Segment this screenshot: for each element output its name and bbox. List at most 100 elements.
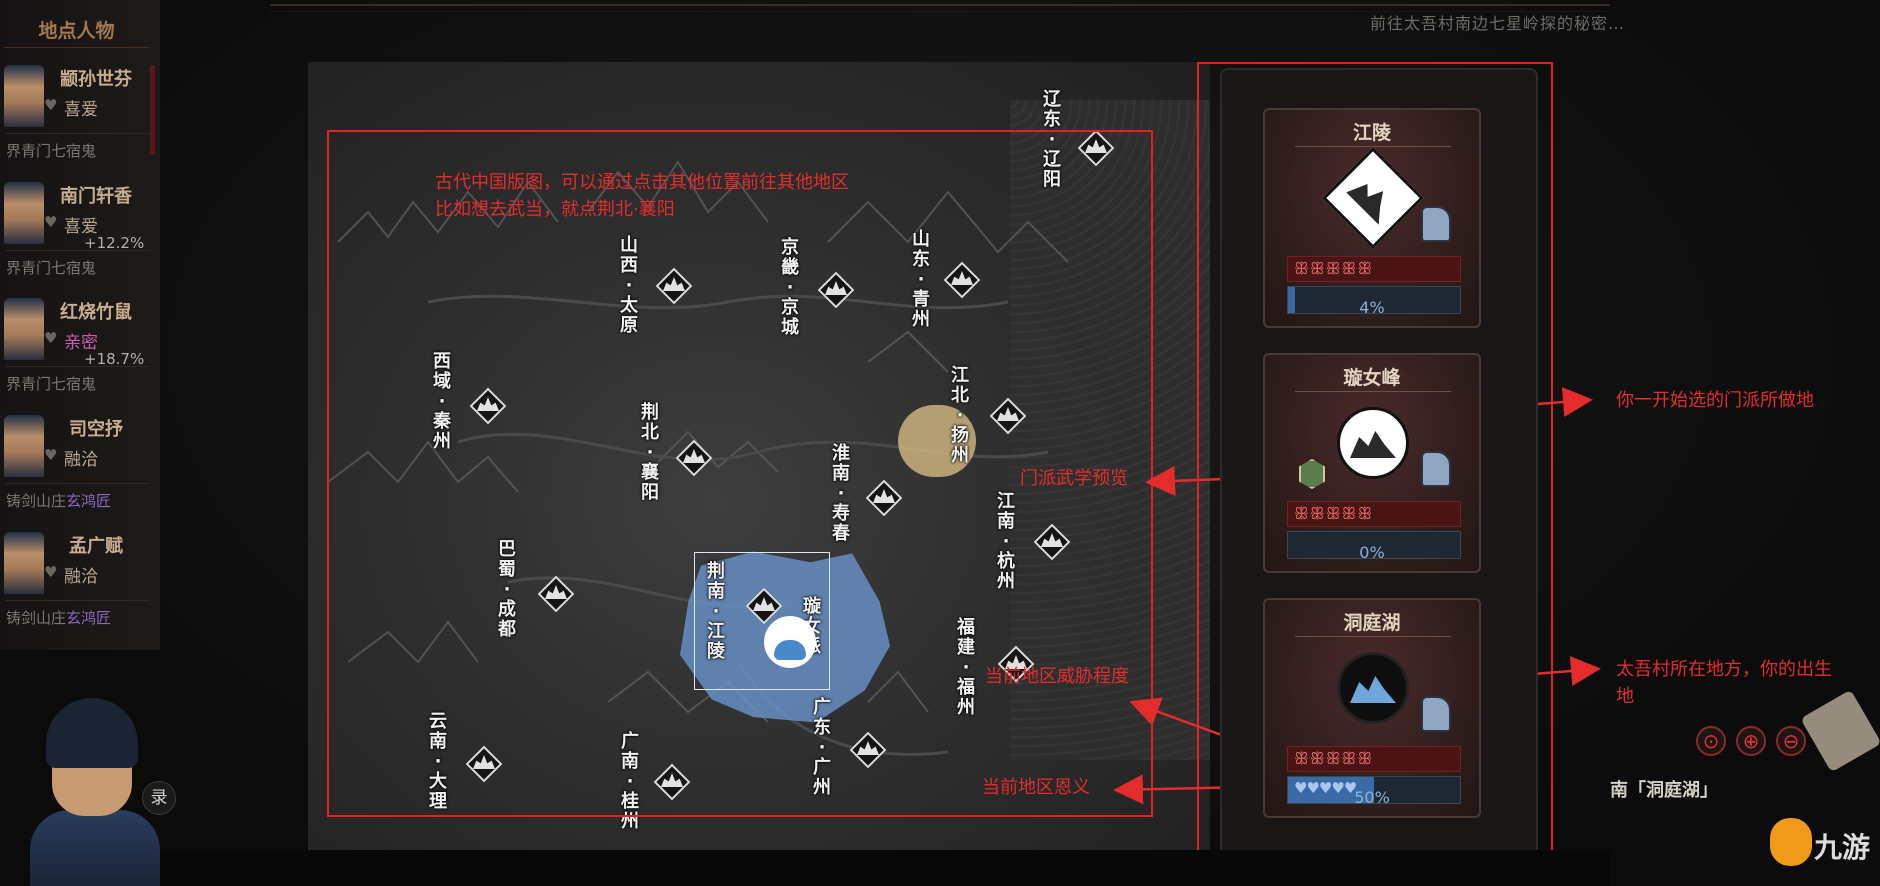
city-marker-icon[interactable]	[849, 731, 887, 769]
sect-rank: 玄鸿匠	[66, 492, 112, 510]
sect-emblem-icon[interactable]	[764, 616, 816, 668]
relation-label: 喜爱	[64, 100, 98, 120]
city-marker-icon[interactable]	[655, 267, 693, 305]
region-card[interactable]: 洞庭湖 ꕥꕥꕥꕥꕥ ♥♥♥♥♥ 50%	[1263, 598, 1481, 818]
relation-label: 融洽	[64, 567, 98, 587]
threat-note: 当前地区威胁程度	[985, 666, 1129, 687]
birthplace-note: 太吾村所在地方，你的出生	[1616, 659, 1832, 680]
city-marker-icon[interactable]	[745, 587, 783, 625]
hand-icon[interactable]	[1421, 206, 1451, 242]
character-name: 颛孙世芬	[60, 69, 132, 90]
character-entry[interactable]: 司空抒 ♥ 融洽 铸剑山庄玄鸿匠	[0, 405, 150, 515]
region-label[interactable]: 荆南·江陵	[707, 561, 725, 662]
city-marker-icon[interactable]	[943, 261, 981, 299]
sect-martial-note: 门派武学预览	[1020, 468, 1128, 489]
region-label[interactable]: 江北·扬州	[951, 365, 969, 466]
logo-text: 九游	[1814, 831, 1871, 864]
city-marker-icon[interactable]	[465, 745, 503, 783]
relation-label: 亲密	[64, 333, 98, 353]
portrait-body	[30, 810, 160, 886]
character-name: 孟广赋	[69, 536, 123, 557]
character-name: 司空抒	[69, 419, 123, 440]
title-divider	[1295, 146, 1451, 147]
character-sect: 界青门七宿鬼	[6, 133, 150, 161]
scroll-indicator[interactable]	[150, 65, 155, 155]
zoom-controls: ⊙ ⊕ ⊖	[1696, 726, 1816, 756]
martial-art-icon[interactable]	[1299, 459, 1325, 489]
hand-icon[interactable]	[1421, 451, 1451, 487]
city-marker-icon[interactable]	[469, 387, 507, 425]
sect-name: 铸剑山庄	[6, 492, 67, 510]
city-marker-icon[interactable]	[865, 479, 903, 517]
region-label[interactable]: 荆北·襄阳	[641, 402, 659, 503]
region-label[interactable]: 山西·太原	[620, 235, 638, 336]
record-button[interactable]: 录	[142, 781, 176, 815]
threat-level: ꕥꕥꕥꕥꕥ	[1287, 501, 1461, 527]
region-label[interactable]: 山东·青州	[912, 229, 930, 330]
city-marker-icon[interactable]	[989, 397, 1027, 435]
favor-percent: 0%	[1359, 543, 1385, 562]
selected-region-box[interactable]	[694, 552, 830, 690]
sect-rank: 玄鸿匠	[66, 609, 112, 627]
character-portrait	[4, 182, 44, 244]
map-note: 古代中国版图，可以通过点击其他位置前往其他地区	[435, 172, 849, 193]
heart-icon: ♥	[44, 213, 58, 231]
card-title: 洞庭湖	[1343, 612, 1401, 634]
region-label[interactable]: 辽东·辽阳	[1043, 89, 1061, 190]
relation-change: +12.2%	[84, 234, 145, 252]
hand-icon[interactable]	[1421, 696, 1451, 732]
region-label[interactable]: 巴蜀·成都	[498, 539, 516, 640]
character-portrait	[4, 65, 44, 127]
favor-fill	[1288, 777, 1374, 803]
favor-bar	[1287, 531, 1461, 559]
heart-icon: ♥	[44, 563, 58, 581]
lake-emblem-icon	[1337, 652, 1409, 724]
character-sect: 界青门七宿鬼	[6, 250, 150, 278]
character-entry[interactable]: 孟广赋 ♥ 融洽 铸剑山庄玄鸿匠	[0, 522, 150, 632]
city-marker-icon[interactable]	[997, 645, 1035, 683]
yangzhou-highlight	[898, 405, 976, 477]
region-label[interactable]: 云南·大理	[429, 711, 447, 812]
region-label[interactable]: 京畿·京城	[781, 237, 799, 338]
panel-title: 地点人物	[4, 14, 149, 48]
city-marker-icon[interactable]	[653, 763, 691, 801]
region-label[interactable]: 淮南·寿春	[832, 443, 850, 544]
relation-label: 喜爱	[64, 217, 98, 237]
region-label[interactable]: 西域·秦州	[433, 351, 451, 452]
sect-choice-note: 你一开始选的门派所做地	[1616, 390, 1814, 411]
region-label[interactable]: 福建·福州	[957, 617, 975, 718]
relation-change: +18.7%	[84, 350, 145, 368]
center-button[interactable]: ⊙	[1696, 726, 1726, 756]
zoom-out-button[interactable]: ⊖	[1776, 726, 1806, 756]
map-note: 比如想去武当，就点荆北·襄阳	[435, 199, 675, 220]
city-marker-icon[interactable]	[537, 575, 575, 613]
character-entry[interactable]: 红烧竹鼠 ♥ 亲密 +18.7% 界青门七宿鬼	[0, 288, 150, 398]
favor-bar	[1287, 286, 1461, 314]
region-label[interactable]: 广南·桂州	[621, 731, 639, 832]
character-entry[interactable]: 南门轩香 ♥ 喜爱 +12.2% 界青门七宿鬼	[0, 172, 150, 282]
zoom-in-button[interactable]: ⊕	[1736, 726, 1766, 756]
city-marker-icon[interactable]	[1077, 129, 1115, 167]
region-label[interactable]: 广东·广州	[813, 697, 831, 798]
title-divider	[1295, 636, 1451, 637]
region-label[interactable]: 江南·杭州	[997, 491, 1015, 592]
city-marker-icon[interactable]	[675, 439, 713, 477]
quest-text: 前往太吾村南边七星岭探的秘密…	[1370, 14, 1626, 33]
city-marker-icon[interactable]	[1033, 523, 1071, 561]
favor-percent: 4%	[1359, 298, 1385, 317]
character-portrait	[4, 298, 44, 360]
city-marker-icon[interactable]	[817, 271, 855, 309]
character-sect: 铸剑山庄玄鸿匠	[6, 600, 150, 628]
character-sect: 铸剑山庄玄鸿匠	[6, 483, 150, 511]
heart-icon: ♥	[44, 446, 58, 464]
relation-label: 融洽	[64, 450, 98, 470]
player-portrait[interactable]	[30, 690, 160, 886]
logo-mascot-icon	[1770, 818, 1812, 866]
region-card[interactable]: 江陵 ꕥꕥꕥꕥꕥ 4%	[1263, 108, 1481, 328]
region-card[interactable]: 璇女峰 ꕥꕥꕥꕥꕥ 0%	[1263, 353, 1481, 573]
sect-name: 铸剑山庄	[6, 609, 67, 627]
character-entry[interactable]: 颛孙世芬 ♥ 喜爱 界青门七宿鬼	[0, 55, 150, 165]
card-title: 璇女峰	[1343, 367, 1401, 389]
heart-icon: ♥	[44, 96, 58, 114]
character-name: 南门轩香	[60, 186, 132, 207]
